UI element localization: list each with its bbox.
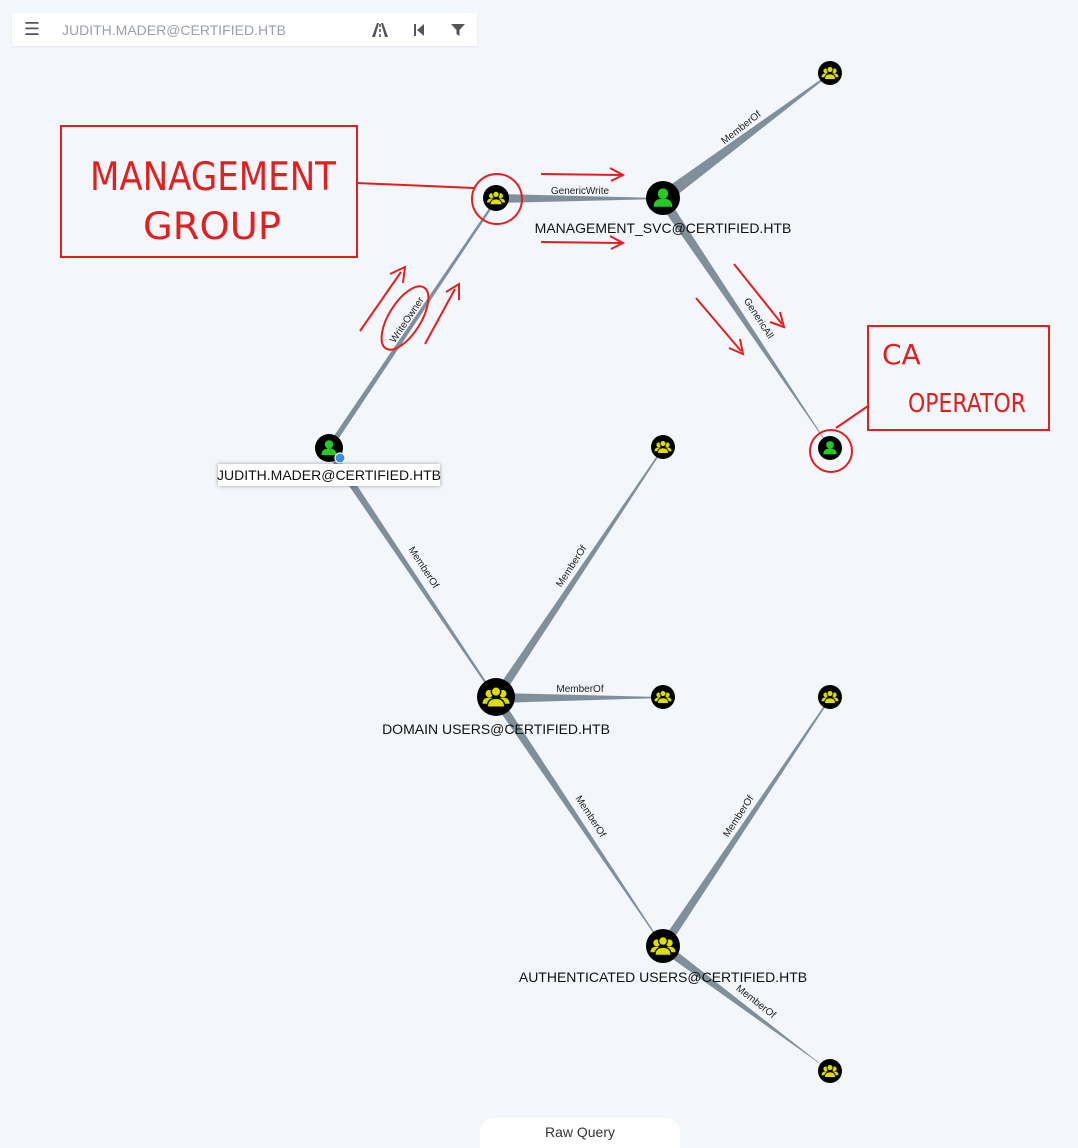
- edge-authenticated-users-to-group-right[interactable]: [659, 697, 831, 949]
- red-arrow-icon: [540, 167, 626, 182]
- node-judith[interactable]: [315, 434, 346, 464]
- edge-domain-users-to-group-right[interactable]: [496, 693, 663, 703]
- node-group-right[interactable]: [651, 685, 675, 709]
- edge-label-memberof-domain-right: MemberOf: [556, 684, 603, 695]
- node-label-domain-users: DOMAIN USERS@CERTIFIED.HTB: [382, 721, 610, 737]
- node-management-group[interactable]: [483, 185, 509, 211]
- node-label-judith: JUDITH.MADER@CERTIFIED.HTB: [217, 464, 441, 486]
- red-arrow-icon: [540, 235, 626, 250]
- raw-query-button[interactable]: Raw Query: [480, 1118, 680, 1148]
- management-group-callout-box: [60, 125, 358, 258]
- ca-annotation-line1: CA: [882, 338, 921, 371]
- management-group-highlight-circle: [471, 173, 523, 225]
- node-group-topright[interactable]: [818, 61, 842, 85]
- red-arrow-icon: [695, 297, 745, 356]
- search-input[interactable]: [52, 15, 360, 44]
- node-management-svc[interactable]: [646, 181, 680, 215]
- back-icon[interactable]: [399, 13, 438, 46]
- node-label-management-svc: MANAGEMENT_SVC@CERTIFIED.HTB: [535, 220, 792, 236]
- node-authenticated-users[interactable]: [646, 929, 680, 963]
- management-annotation-line2: GROUP: [143, 205, 281, 248]
- edge-judith-to-management-group[interactable]: [325, 198, 498, 449]
- node-group-mid[interactable]: [651, 435, 675, 459]
- management-annotation-line1: MANAGEMENT: [90, 155, 336, 200]
- node-group-right-2[interactable]: [818, 685, 842, 709]
- ca-annotation-line2: OPERATOR: [908, 389, 1026, 419]
- ca-operator-callout-box: [867, 325, 1050, 431]
- ca-operator-highlight-circle: [809, 429, 853, 473]
- edge-domain-users-to-group-mid[interactable]: [492, 447, 664, 700]
- edge-authenticated-users-to-group-bottom[interactable]: [660, 943, 831, 1072]
- pathfinding-icon[interactable]: [360, 13, 399, 46]
- annotations: [60, 125, 1050, 473]
- node-ca-operator[interactable]: [818, 436, 842, 460]
- edge-label-genericwrite: GenericWrite: [551, 186, 610, 197]
- node-group-bottom[interactable]: [818, 1059, 842, 1083]
- menu-icon[interactable]: ☰: [23, 19, 41, 39]
- red-arrow-icon: [359, 265, 407, 332]
- edge-management-svc-to-group-topright[interactable]: [659, 73, 831, 203]
- node-label-authenticated-users: AUTHENTICATED USERS@CERTIFIED.HTB: [519, 969, 807, 985]
- edge-domain-users-to-authenticated-users[interactable]: [492, 696, 664, 947]
- edges: [325, 73, 831, 1072]
- writeowner-highlight-ellipse: [380, 285, 430, 351]
- edge-management-group-to-management-svc[interactable]: [497, 194, 663, 203]
- edge-management-svc-to-ca-operator[interactable]: [659, 197, 831, 449]
- red-arrow-icon: [424, 282, 460, 345]
- red-arrow-icon: [733, 263, 786, 329]
- filter-icon[interactable]: [438, 13, 477, 46]
- node-domain-users[interactable]: [477, 678, 515, 716]
- search-toolbar: ☰: [12, 13, 477, 46]
- edge-judith-to-domain-users[interactable]: [325, 449, 497, 698]
- globe-icon: [334, 452, 346, 464]
